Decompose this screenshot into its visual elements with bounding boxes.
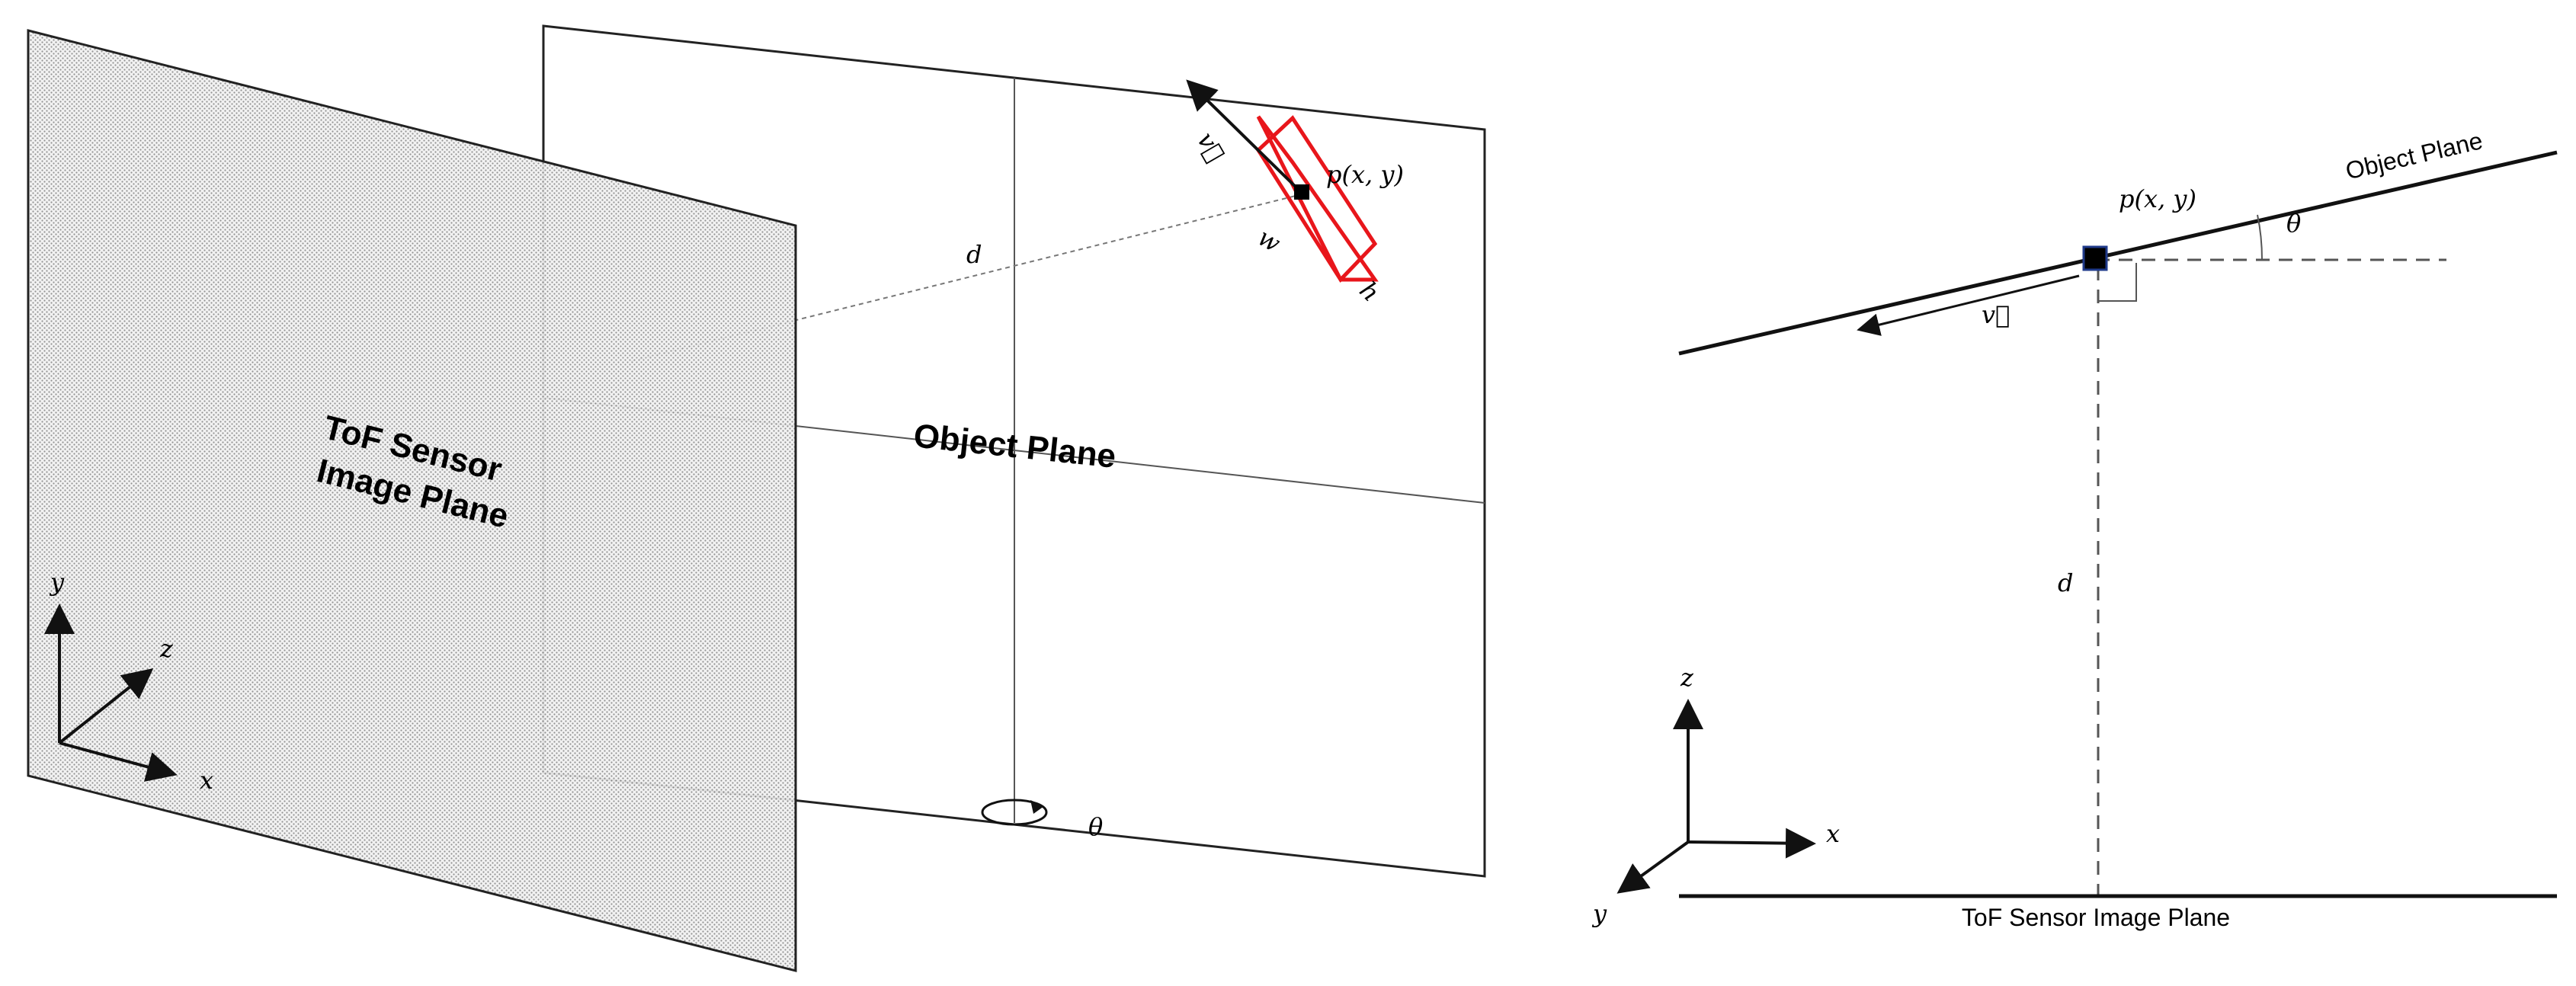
- point-label-right: p(x, y): [2119, 184, 2196, 213]
- left-panel: ToF Sensor Image Plane Object Plane p(x,…: [27, 24, 1486, 972]
- object-bounding-box-rect: [1255, 115, 1378, 283]
- axis-z-line: [58, 668, 154, 744]
- object-bounding-box: [1256, 115, 1379, 282]
- axis-x-label-right: x: [1826, 819, 1840, 848]
- sensor-image-plane: [27, 29, 797, 972]
- direction-vector: [1186, 79, 1303, 194]
- axis-x-line-right: [1687, 828, 1816, 859]
- rotation-label: θ: [1088, 812, 1103, 841]
- object-plane-line: [1678, 150, 2558, 356]
- direction-vector-right: [1857, 274, 2080, 336]
- axis-z-label-right: z: [1680, 663, 1694, 692]
- object-point-right: [2082, 245, 2108, 271]
- axis-y-line-right: [1616, 840, 1690, 894]
- object-plane-label-right: Object Plane: [2343, 126, 2485, 184]
- axis-x-line: [59, 741, 178, 782]
- right-panel: Object Plane p(x, y) θ v⃗ d ToF Sensor I…: [1591, 126, 2558, 931]
- distance-line: [630, 194, 1302, 362]
- axis-y-label: y: [49, 568, 65, 597]
- vector-label-right: v⃗: [1982, 300, 2010, 329]
- distance-label-right: d: [2058, 568, 2073, 597]
- point-label: p(x, y): [1326, 160, 1404, 189]
- axis-y-label-right: y: [1591, 899, 1607, 928]
- distance-label: d: [966, 240, 982, 269]
- object-point: [1294, 184, 1309, 200]
- angle-label-right: θ: [2286, 209, 2301, 238]
- right-angle-marker: [2098, 263, 2137, 302]
- axis-x-label: x: [200, 766, 213, 795]
- angle-arc: [2257, 214, 2263, 261]
- sensor-plane-label-right: ToF Sensor Image Plane: [1962, 904, 2230, 931]
- rotation-arrow: [981, 799, 1048, 826]
- rotation-arrowhead: [1030, 800, 1044, 814]
- axis-z-label: z: [159, 634, 174, 663]
